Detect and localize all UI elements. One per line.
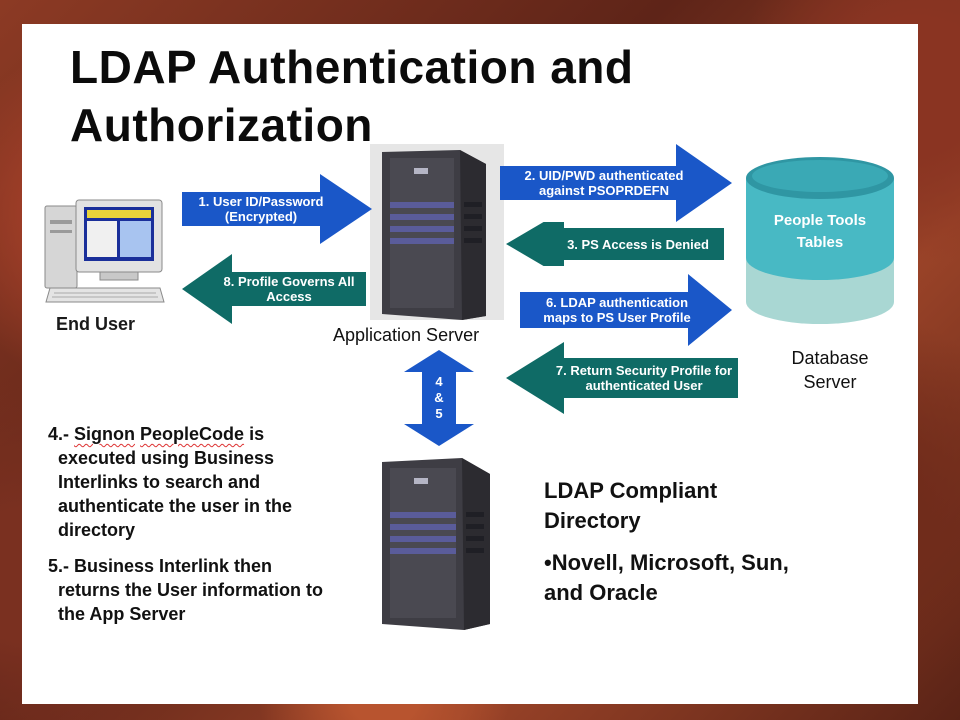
- ldap-vendors: •Novell, Microsoft, Sun, and Oracle: [544, 548, 789, 608]
- note-4-line-3: Interlinks to search and: [58, 472, 261, 492]
- title-line-1: LDAP Authentication and: [70, 41, 634, 93]
- arrow-1-text: 1. User ID/Password (Encrypted): [198, 194, 324, 224]
- end-user-label: End User: [56, 314, 136, 334]
- ldap-line-2: Directory: [544, 508, 641, 533]
- ldap-server-icon: [372, 454, 506, 630]
- note-4-peoplecode: PeopleCode: [140, 424, 245, 444]
- arrow-4-5-line-1: 4: [435, 374, 443, 389]
- note-4-line-5: directory: [58, 520, 136, 540]
- arrow-8-text: 8. Profile Governs All Access: [223, 274, 355, 304]
- arrow-2-text: 2. UID/PWD authenticated against PSOPRDE…: [524, 168, 684, 198]
- database-server-line-2: Server: [803, 372, 857, 392]
- database-icon: [744, 156, 896, 328]
- arrow-uid-pwd-authenticated: 2. UID/PWD authenticated against PSOPRDE…: [500, 144, 732, 222]
- arrow-7-text: 7. Return Security Profile for authentic…: [555, 363, 733, 393]
- note-5-line-3: the App Server: [58, 604, 186, 624]
- arrow-3-text: 3. PS Access is Denied: [567, 236, 709, 252]
- note-4-line-4: authenticate the user in the: [58, 496, 293, 516]
- slide: LDAP Authentication and Authorization En…: [22, 24, 918, 704]
- database-server-line-1: Database: [791, 348, 869, 368]
- arrow-return-security-profile: 7. Return Security Profile for authentic…: [506, 342, 738, 414]
- computer-icon: [42, 198, 167, 303]
- note-5-line-2: returns the User information to: [58, 580, 324, 600]
- vendors-line-2: and Oracle: [544, 580, 658, 605]
- note-4-signon: Signon: [74, 424, 136, 444]
- notes-block: 4.- Signon PeopleCode is executed using …: [48, 422, 368, 626]
- arrow-4-5-text: 4 & 5: [422, 372, 456, 424]
- vendors-line-1: •Novell, Microsoft, Sun,: [544, 550, 789, 575]
- ldap-line-1: LDAP Compliant: [544, 478, 718, 503]
- arrow-4-and-5: 4 & 5: [404, 350, 474, 446]
- ldap-directory-label: LDAP Compliant Directory: [544, 476, 717, 536]
- note-4-line-2: executed using Business: [58, 448, 275, 468]
- note-4-rest: is: [244, 424, 265, 444]
- arrow-4-5-line-2: &: [434, 390, 444, 405]
- title-line-2: Authorization: [70, 99, 373, 151]
- arrow-6-text: 6. LDAP authentication maps to PS User P…: [543, 295, 691, 325]
- note-4-prefix: 4.-: [48, 424, 75, 444]
- database-tables-line-1: People Tools: [773, 212, 867, 229]
- slide-title: LDAP Authentication and Authorization: [70, 38, 634, 154]
- database-server-label: Database Server: [770, 346, 890, 394]
- note-5-line-1: 5.- Business Interlink then: [48, 556, 273, 576]
- arrow-profile-governs: 8. Profile Governs All Access: [182, 254, 366, 324]
- arrow-user-id-password: 1. User ID/Password (Encrypted): [182, 174, 372, 244]
- arrow-ldap-authentication: 6. LDAP authentication maps to PS User P…: [520, 274, 732, 346]
- database-tables-line-2: Tables: [796, 234, 844, 251]
- arrow-ps-access-denied: 3. PS Access is Denied: [506, 222, 724, 266]
- application-server-icon: [370, 144, 504, 320]
- arrow-4-5-line-3: 5: [435, 406, 443, 421]
- application-server-label: Application Server: [333, 325, 480, 345]
- database-tables-label: People Tools Tables: [754, 210, 886, 254]
- note-4-line-1: 4.- Signon PeopleCode is: [48, 422, 368, 446]
